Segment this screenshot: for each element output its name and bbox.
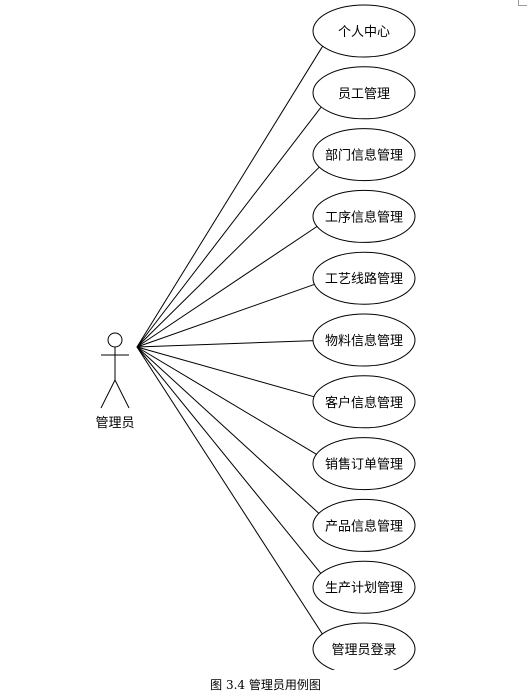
figure-caption: 图 3.4 管理员用例图 bbox=[210, 678, 321, 692]
use-case-label: 员工管理 bbox=[338, 87, 390, 102]
association-lines bbox=[136, 37, 329, 644]
actor-right-leg bbox=[114, 379, 130, 409]
use-case-ellipse bbox=[312, 313, 416, 367]
use-case-ellipse bbox=[312, 498, 416, 552]
use-case-ellipse bbox=[312, 375, 416, 429]
actor-left-leg bbox=[100, 379, 116, 409]
use-case: 物料信息管理 bbox=[312, 313, 416, 367]
association-line bbox=[136, 346, 329, 462]
use-case-ellipse bbox=[312, 66, 416, 120]
use-case-ellipse bbox=[312, 251, 416, 305]
use-case-label: 工序信息管理 bbox=[325, 209, 403, 225]
association-line bbox=[136, 37, 329, 348]
use-case: 生产计划管理 bbox=[312, 560, 416, 614]
use-case-label: 生产计划管理 bbox=[325, 581, 403, 596]
use-case-label: 产品信息管理 bbox=[325, 518, 403, 534]
association-line bbox=[136, 346, 329, 523]
use-case: 工艺线路管理 bbox=[312, 251, 416, 305]
page-corner-mark bbox=[518, 0, 527, 6]
use-case: 客户信息管理 bbox=[312, 375, 416, 429]
use-case-ellipse bbox=[312, 437, 416, 491]
use-case-ellipse bbox=[312, 560, 416, 614]
use-case-label: 工艺线路管理 bbox=[325, 271, 403, 287]
use-case-label: 客户信息管理 bbox=[325, 395, 403, 411]
association-line bbox=[136, 158, 329, 348]
association-line bbox=[136, 346, 329, 402]
use-case-label: 部门信息管理 bbox=[325, 148, 403, 164]
association-line bbox=[136, 97, 329, 348]
use-case-label: 管理员登录 bbox=[331, 643, 396, 658]
association-line bbox=[136, 346, 329, 583]
use-case-diagram-canvas: 管理员 个人中心员工管理部门信息管理工序信息管理工艺线路管理物料信息管理客户信息… bbox=[95, 4, 416, 676]
use-case: 管理员登录 bbox=[312, 622, 416, 676]
use-case: 销售订单管理 bbox=[312, 437, 416, 491]
use-cases: 个人中心员工管理部门信息管理工序信息管理工艺线路管理物料信息管理客户信息管理销售… bbox=[312, 4, 416, 676]
association-line bbox=[136, 218, 329, 348]
actor-label: 管理员 bbox=[95, 416, 134, 431]
use-case: 员工管理 bbox=[312, 66, 416, 120]
use-case-label: 物料信息管理 bbox=[325, 333, 403, 349]
actor-figure: 管理员 bbox=[95, 332, 135, 431]
association-line bbox=[136, 339, 329, 348]
use-case-label: 销售订单管理 bbox=[325, 457, 403, 473]
use-case-label: 个人中心 bbox=[338, 25, 390, 40]
use-case-ellipse bbox=[312, 128, 416, 182]
use-case: 个人中心 bbox=[312, 4, 416, 58]
use-case-ellipse bbox=[312, 189, 416, 243]
use-case: 部门信息管理 bbox=[312, 128, 416, 182]
use-case-ellipse bbox=[312, 4, 416, 58]
use-case: 产品信息管理 bbox=[312, 498, 416, 552]
association-line bbox=[136, 346, 329, 644]
use-case: 工序信息管理 bbox=[312, 189, 416, 243]
actor-head bbox=[107, 332, 123, 348]
association-line bbox=[136, 279, 329, 348]
